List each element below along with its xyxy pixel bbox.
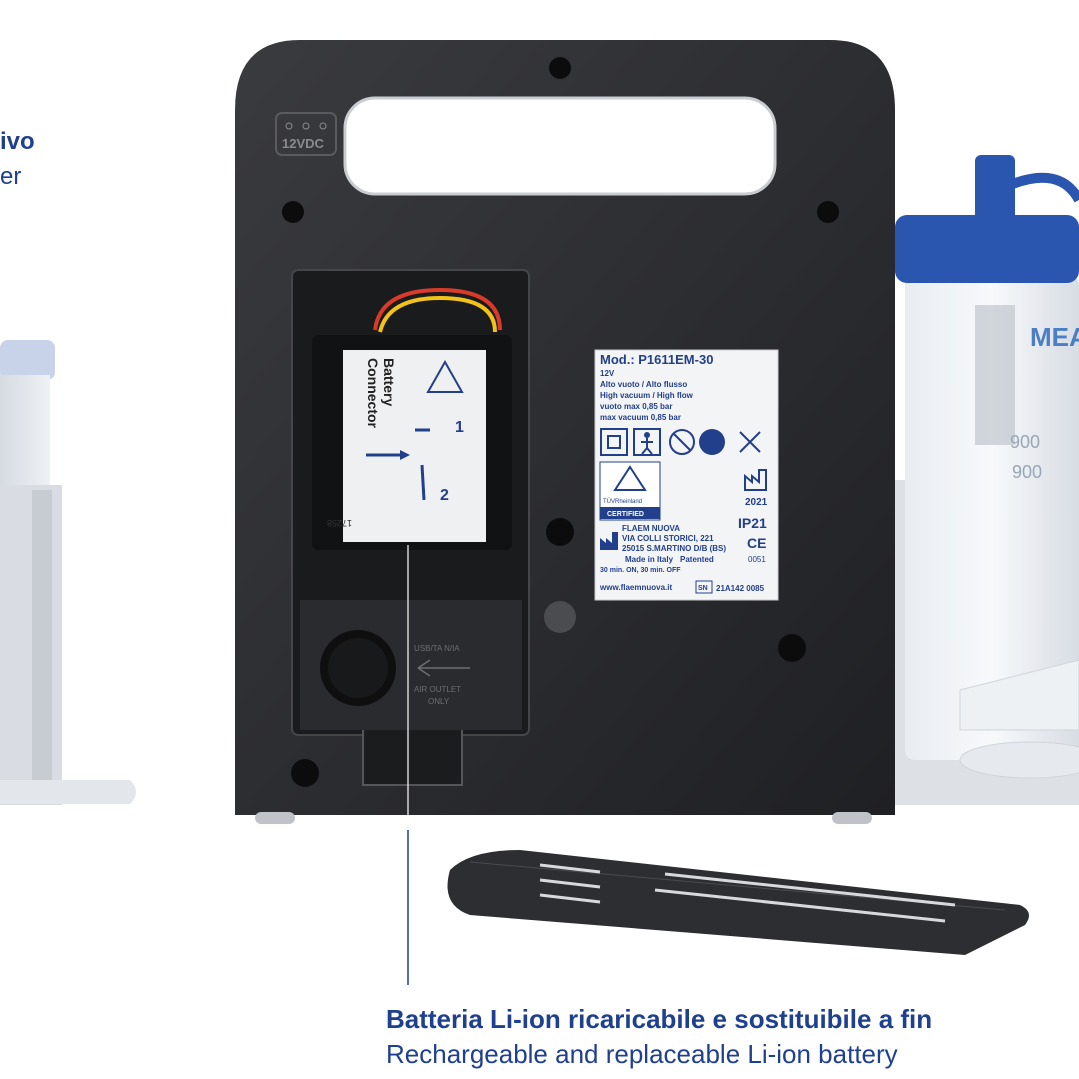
screw-right-top: [817, 201, 839, 223]
label-ip: IP21: [738, 515, 767, 531]
label-address-1: VIA COLLI STORICI, 221: [622, 534, 714, 543]
tuv-text-1: TÜVRheinland: [603, 498, 642, 505]
right-jar-cup: [905, 275, 1079, 760]
vent-text-3: ONLY: [428, 697, 450, 706]
label-year: 2021: [745, 497, 768, 508]
left-caption-regular: er: [0, 163, 22, 190]
label-ce: CE: [747, 535, 766, 551]
label-line-it-1: Alto vuoto / Alto flusso: [600, 380, 687, 389]
weee-icon: [739, 431, 761, 453]
manufacturer-icon: [600, 532, 618, 550]
vent-text-2: AIR OUTLET: [414, 685, 461, 694]
button-center: [544, 601, 576, 633]
no-use-icon: [669, 429, 695, 455]
warning-icon: [426, 359, 464, 393]
tuv-text-2: CERTIFIED: [607, 511, 644, 518]
screw-left-top: [282, 201, 304, 223]
left-jar-cup: [0, 375, 50, 490]
label-serial: 21A142 0085: [716, 584, 765, 593]
left-jar-holder: [0, 485, 62, 805]
right-jar-lid: [895, 215, 1079, 283]
caption-italian: Batteria Li-ion ricaricabile e sostituib…: [386, 1004, 933, 1034]
label-address-2: 25015 S.MARTINO D/B (BS): [622, 544, 726, 553]
right-jar-brand: MEA: [1030, 322, 1079, 352]
label-ce-number: 0051: [748, 555, 766, 564]
battery-sticker-code: 17258: [327, 518, 352, 528]
battery-latch: [362, 730, 463, 786]
right-jar-mark-1: 900: [1010, 432, 1040, 452]
left-caption-bold: ivo: [0, 128, 35, 155]
screw-center: [546, 518, 574, 546]
battery-compartment: Battery Connector 1 2 17258 USB/TA N/IA …: [291, 269, 530, 786]
left-jar: [0, 340, 136, 805]
double-insulation-icon: [600, 428, 628, 456]
read-manual-icon: [699, 429, 725, 455]
battery-cover: [447, 850, 1029, 955]
caption-english: Rechargeable and replaceable Li-ion batt…: [386, 1039, 898, 1069]
manufacture-date-icon: [744, 469, 767, 491]
left-jar-base: [0, 780, 136, 804]
dc-port-label: 12VDC: [282, 136, 325, 151]
label-line-en-1: High vacuum / High flow: [600, 391, 694, 400]
label-line-it-2: vuoto max 0,85 bar: [600, 402, 672, 411]
right-jar-port: [975, 155, 1015, 225]
screw-top: [549, 57, 571, 79]
label-line-en-2: max vacuum 0,85 bar: [600, 413, 681, 422]
label-website: www.flaemnuova.it: [599, 583, 672, 592]
battery-sticker-title-2: Connector: [365, 358, 381, 429]
carry-handle: [343, 96, 777, 196]
right-jar-mark-2: 900: [1012, 462, 1042, 482]
battery-step-2: 2: [440, 487, 449, 504]
vent-text-1: USB/TA N/IA: [414, 644, 460, 653]
right-jar: MEA 900 900: [895, 155, 1079, 805]
label-patented: Patented: [680, 555, 714, 564]
label-model: Mod.: P1611EM-30: [600, 352, 713, 367]
label-sn: SN: [698, 585, 708, 592]
bf-part-icon: [633, 428, 661, 456]
battery-sticker: [343, 350, 486, 542]
battery-step-1: 1: [455, 419, 464, 436]
label-voltage: 12V: [600, 369, 615, 378]
dc-port: 12VDC: [275, 112, 337, 156]
left-jar-lid: [0, 340, 55, 380]
label-manufacturer: FLAEM NUOVA: [622, 524, 680, 533]
battery-sticker-title-1: Battery: [381, 358, 397, 406]
screw-left-bottom: [291, 759, 319, 787]
label-made-in: Made in Italy: [625, 555, 674, 564]
rating-label: Mod.: P1611EM-30 12V Alto vuoto / Alto f…: [594, 349, 779, 601]
label-duty: 30 min. ON, 30 min. OFF: [600, 567, 681, 574]
screw-right-bottom: [778, 634, 806, 662]
